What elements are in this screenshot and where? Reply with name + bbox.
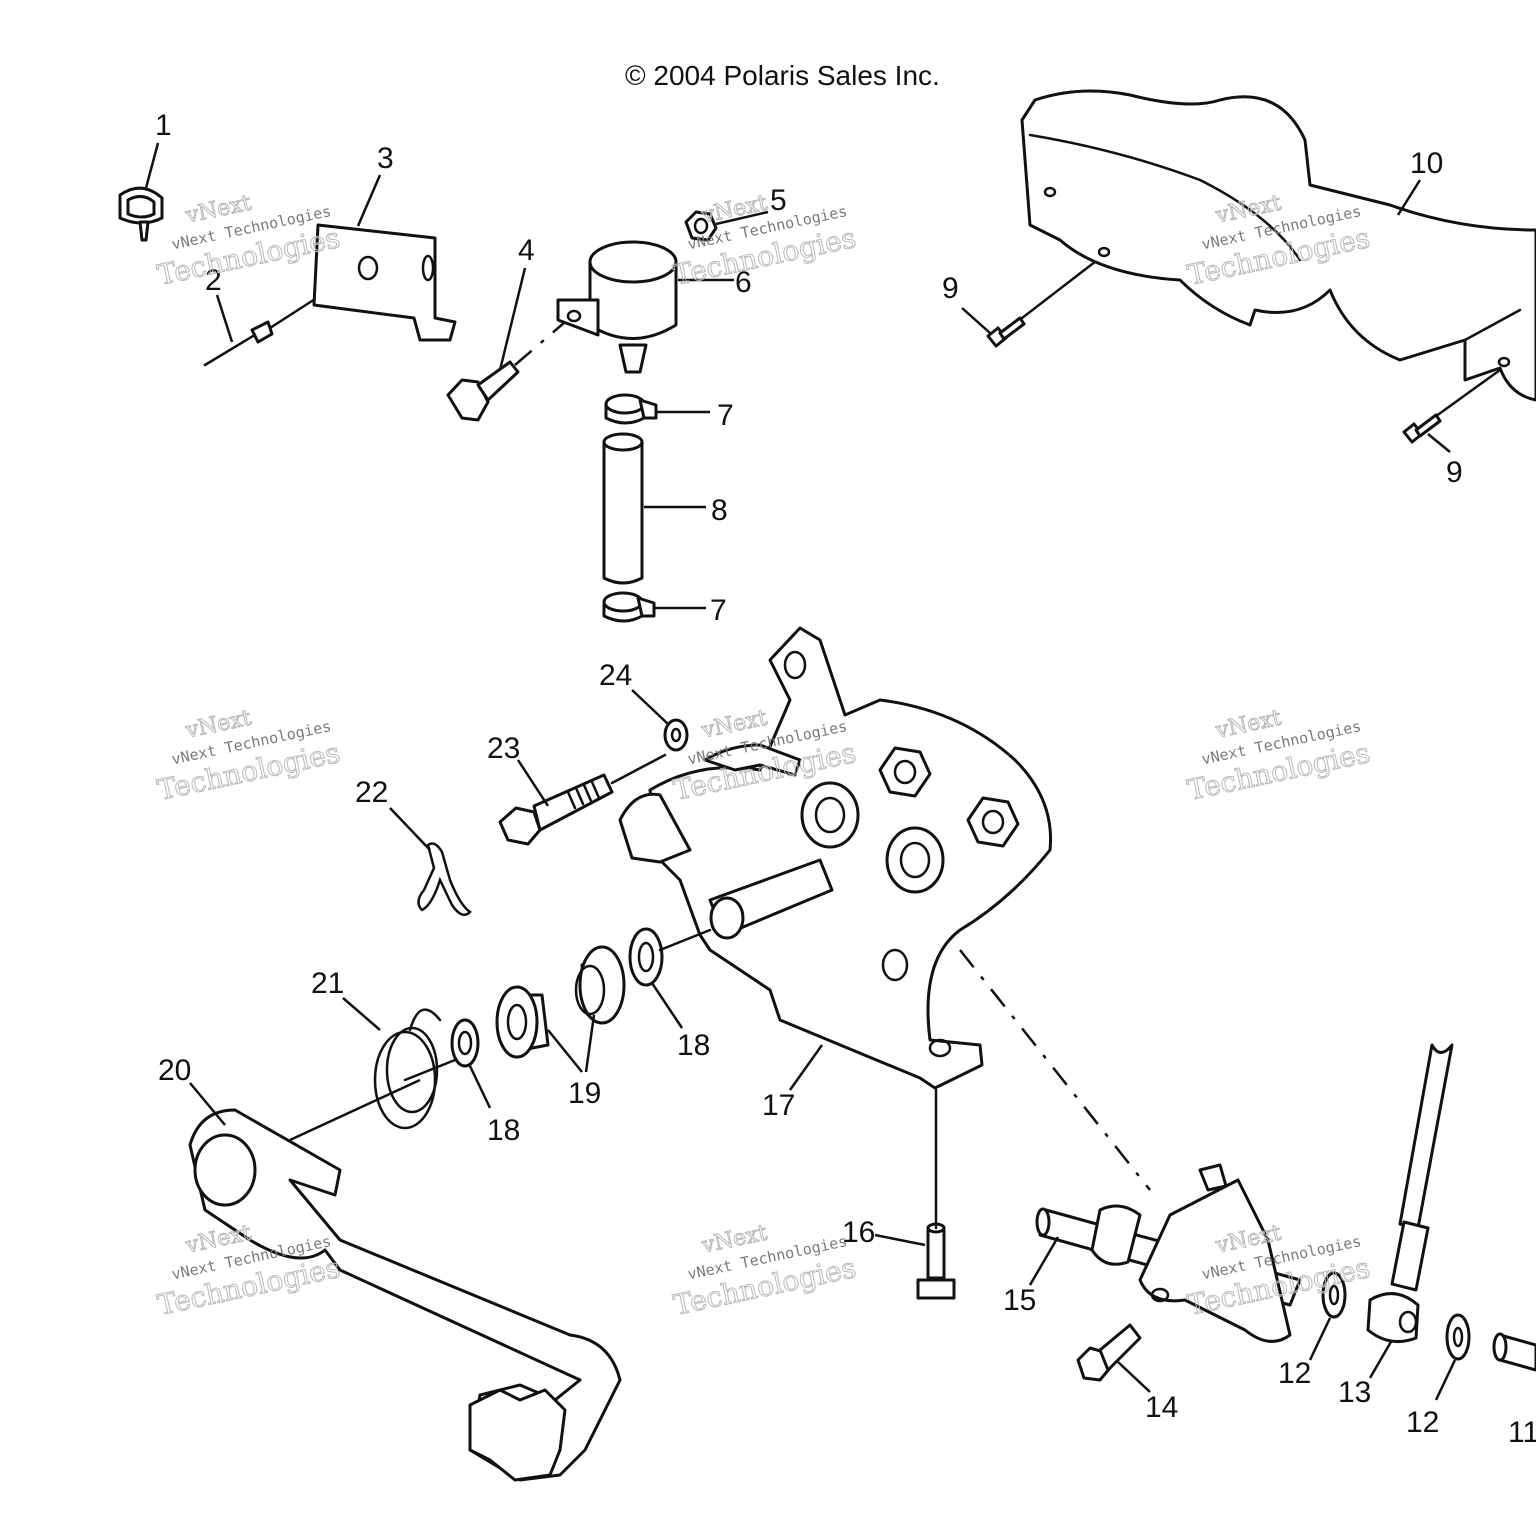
callout-1: 1 [155, 109, 172, 142]
part-7-clamp-lower [602, 591, 656, 623]
part-21-spring [373, 1008, 457, 1130]
callout-22: 22 [355, 776, 388, 809]
callout-2: 2 [205, 264, 222, 297]
callout-12-left: 12 [1278, 1357, 1311, 1390]
watermark-middle-left: vNext vNext Technologies Technologies [154, 705, 343, 807]
callout-14: 14 [1145, 1391, 1178, 1424]
part-8-hose [602, 432, 644, 585]
bracket-grommet-2 [885, 826, 945, 894]
part-14-bolt [1076, 1323, 1142, 1382]
callout-24: 24 [599, 659, 632, 692]
part-15-master-cylinder [1035, 1163, 1302, 1343]
bracket-nut-1 [878, 746, 932, 798]
watermark-top-left: vNext vNext Technologies Technologies [154, 190, 343, 292]
part-12-washer-right [1445, 1313, 1471, 1361]
part-19-bushing-right [574, 945, 626, 1025]
part-17-bracket [618, 626, 1053, 1090]
callout-4: 4 [518, 234, 535, 267]
callout-7-lower: 7 [710, 594, 727, 627]
part-19-bushing-left [495, 985, 550, 1059]
part-18-washer-left [450, 1018, 480, 1068]
callout-7-upper: 7 [717, 399, 734, 432]
callout-9-right: 9 [1446, 456, 1463, 489]
part-11-pin [1492, 1332, 1536, 1372]
callout-3: 3 [377, 142, 394, 175]
callout-8: 8 [711, 494, 728, 527]
callout-11: 11 [1508, 1416, 1536, 1449]
part-12-washer-left [1321, 1271, 1347, 1319]
part-20-brake-pedal [188, 1078, 622, 1482]
callout-9-left: 9 [942, 272, 959, 305]
callout-5: 5 [770, 184, 787, 217]
callout-13: 13 [1338, 1376, 1371, 1409]
part-9-screw-left [986, 256, 1102, 348]
callout-15: 15 [1003, 1284, 1036, 1317]
watermark-bottom-middle: vNext vNext Technologies Technologies [670, 1220, 859, 1322]
part-10-cover [1020, 89, 1536, 402]
callout-21: 21 [311, 967, 344, 1000]
bracket-nut-2 [966, 796, 1020, 848]
part-5-nut [684, 210, 718, 242]
part-16-bolt [916, 1088, 956, 1300]
callout-17: 17 [762, 1089, 795, 1122]
bracket-grommet-1 [800, 781, 860, 849]
part-23-bolt [498, 753, 667, 846]
bracket-tab-upper [618, 743, 802, 864]
callout-16: 16 [842, 1216, 875, 1249]
callout-20: 20 [158, 1054, 191, 1087]
callout-numbers: 1 2 3 4 5 6 7 7 8 9 9 10 11 12 12 13 14 … [155, 109, 1536, 1449]
callout-18-right: 18 [677, 1029, 710, 1062]
callout-23: 23 [487, 732, 520, 765]
callout-19: 19 [568, 1077, 601, 1110]
part-3-bracket [312, 223, 457, 342]
part-18-washer-right [628, 927, 664, 987]
part-13-rod-end [1366, 1043, 1454, 1344]
part-1-clip [118, 186, 164, 242]
copyright-text: © 2004 Polaris Sales Inc. [625, 60, 940, 91]
part-6-reservoir [556, 240, 678, 374]
part-9-screw-right [1402, 368, 1502, 444]
callout-10: 10 [1410, 147, 1443, 180]
part-4-bolt [446, 321, 566, 422]
part-7-clamp-upper [604, 393, 658, 425]
part-24-washer [663, 718, 689, 752]
part-22-cotter-pin [417, 842, 472, 917]
callout-12-right: 12 [1406, 1406, 1439, 1439]
bracket-pivot-pin [708, 858, 834, 940]
leader-lines [144, 142, 1457, 1401]
callout-18-left: 18 [487, 1114, 520, 1147]
callout-6: 6 [735, 266, 752, 299]
watermark-middle-right: vNext vNext Technologies Technologies [1184, 705, 1373, 807]
